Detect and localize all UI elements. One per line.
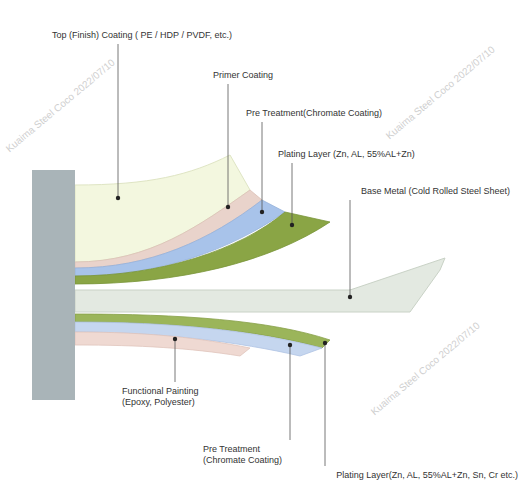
leader-lines xyxy=(118,44,350,466)
watermark: Kuaima Steel Coco 2022/07/10 xyxy=(3,56,116,153)
layer-label: Top (Finish) Coating ( PE / HDP / PVDF, … xyxy=(52,30,232,41)
layer-label: Pre Treatment(Chromate Coating) xyxy=(246,108,382,119)
watermark: Kuaima Steel Coco 2022/07/10 xyxy=(368,319,481,416)
layer-label: Functional Painting (Epoxy, Polyester) xyxy=(122,386,217,408)
functional-paint-layer xyxy=(75,332,250,356)
bottom-pretreatment-layer xyxy=(75,322,322,356)
watermark: Kuaima Steel Coco 2022/07/10 xyxy=(383,43,496,140)
layer-label: Primer Coating xyxy=(213,70,273,81)
layer-label: Pre Treatment (Chromate Coating) xyxy=(203,444,291,466)
holder-block xyxy=(32,170,75,400)
layer-label: Plating Layer (Zn, AL, 55%AL+Zn) xyxy=(278,149,415,160)
leader-dots xyxy=(116,196,352,347)
layer-label: Base Metal (Cold Rolled Steel Sheet) xyxy=(361,186,510,197)
layer-label: Plating Layer(Zn, AL, 55%AL+Zn, Sn, Cr e… xyxy=(336,470,518,481)
